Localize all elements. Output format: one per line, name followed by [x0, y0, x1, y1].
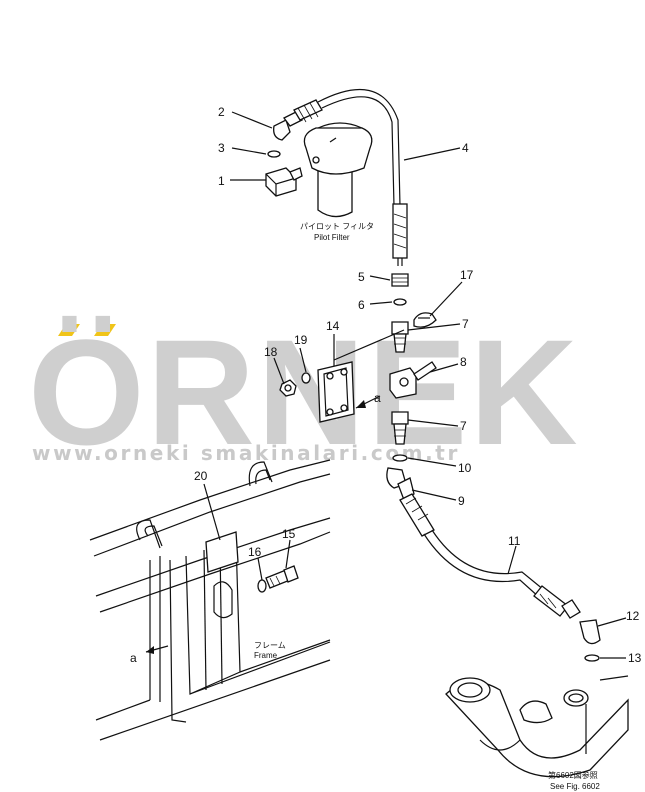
callout-14: 14 — [326, 319, 340, 333]
view-mark-a-upper — [355, 395, 381, 409]
callout-20: 20 — [194, 469, 208, 483]
callout-17: 17 — [460, 268, 474, 282]
part-10-oring — [392, 454, 408, 462]
callout-16: 16 — [248, 545, 262, 559]
part-13-oring — [584, 654, 600, 662]
callout-15: 15 — [282, 527, 296, 541]
watermark-accent-left — [58, 324, 80, 336]
part-15-bolt — [265, 565, 299, 589]
part-16-washer — [257, 579, 267, 593]
callout-10: 10 — [458, 461, 472, 475]
watermark: ÖRNEK www.orneki smakinalari.com.tr — [28, 308, 580, 476]
callout-18: 18 — [264, 345, 278, 359]
watermark-accent-right — [94, 324, 116, 336]
view-mark-a-upper-label: a — [374, 391, 381, 405]
callout-9: 9 — [458, 494, 465, 508]
callout-2: 2 — [218, 105, 225, 119]
callout-3: 3 — [218, 141, 225, 155]
part-17-clip — [413, 312, 437, 328]
part-6-oring — [393, 298, 407, 306]
frame — [89, 459, 331, 741]
view-mark-a-lower — [145, 645, 169, 654]
callout-7-upper: 7 — [462, 317, 469, 331]
see-fig-label-en: See Fig. 6602 — [550, 782, 600, 791]
frame-label-en: Frame — [254, 651, 278, 660]
pilot-filter-label-jp: パイロット フィルタ — [300, 222, 374, 231]
watermark-url: www.orneki smakinalari.com.tr — [32, 441, 460, 465]
callout-13: 13 — [628, 651, 642, 665]
watermark-brand: ÖRNEK — [28, 308, 580, 476]
part-12-elbow — [579, 619, 601, 645]
part-11-hose — [399, 493, 581, 619]
part-14-bracket — [317, 361, 355, 423]
callout-11: 11 — [508, 534, 521, 548]
pipe-assembly — [445, 675, 629, 778]
part-19-washer — [301, 372, 311, 384]
part-1-block — [265, 167, 303, 197]
part-7-lower — [391, 411, 409, 445]
frame-label-jp: フレーム — [254, 641, 286, 650]
callout-19: 19 — [294, 333, 308, 347]
callout-6: 6 — [358, 298, 365, 312]
callouts: 2 3 1 4 5 6 17 7 8 7 10 9 11 12 13 14 19… — [130, 105, 642, 665]
part-8-valve — [389, 361, 437, 399]
see-fig-label-jp: 第6602図参照 — [548, 770, 598, 780]
callout-4: 4 — [462, 141, 469, 155]
part-5-adapter — [391, 273, 409, 287]
pilot-filter-label-en: Pilot Filter — [314, 233, 350, 242]
pilot-filter: パイロット フィルタ Pilot Filter — [300, 122, 374, 242]
callout-5: 5 — [358, 270, 365, 284]
part-4-hose — [293, 88, 408, 266]
callout-1: 1 — [218, 174, 225, 188]
leader-lines — [203, 111, 627, 754]
callout-12: 12 — [626, 609, 640, 623]
part-3-oring — [267, 150, 281, 158]
view-mark-a-lower-label: a — [130, 651, 137, 665]
part-7-upper — [391, 321, 409, 353]
callout-7-lower: 7 — [460, 419, 467, 433]
callout-8: 8 — [460, 355, 467, 369]
